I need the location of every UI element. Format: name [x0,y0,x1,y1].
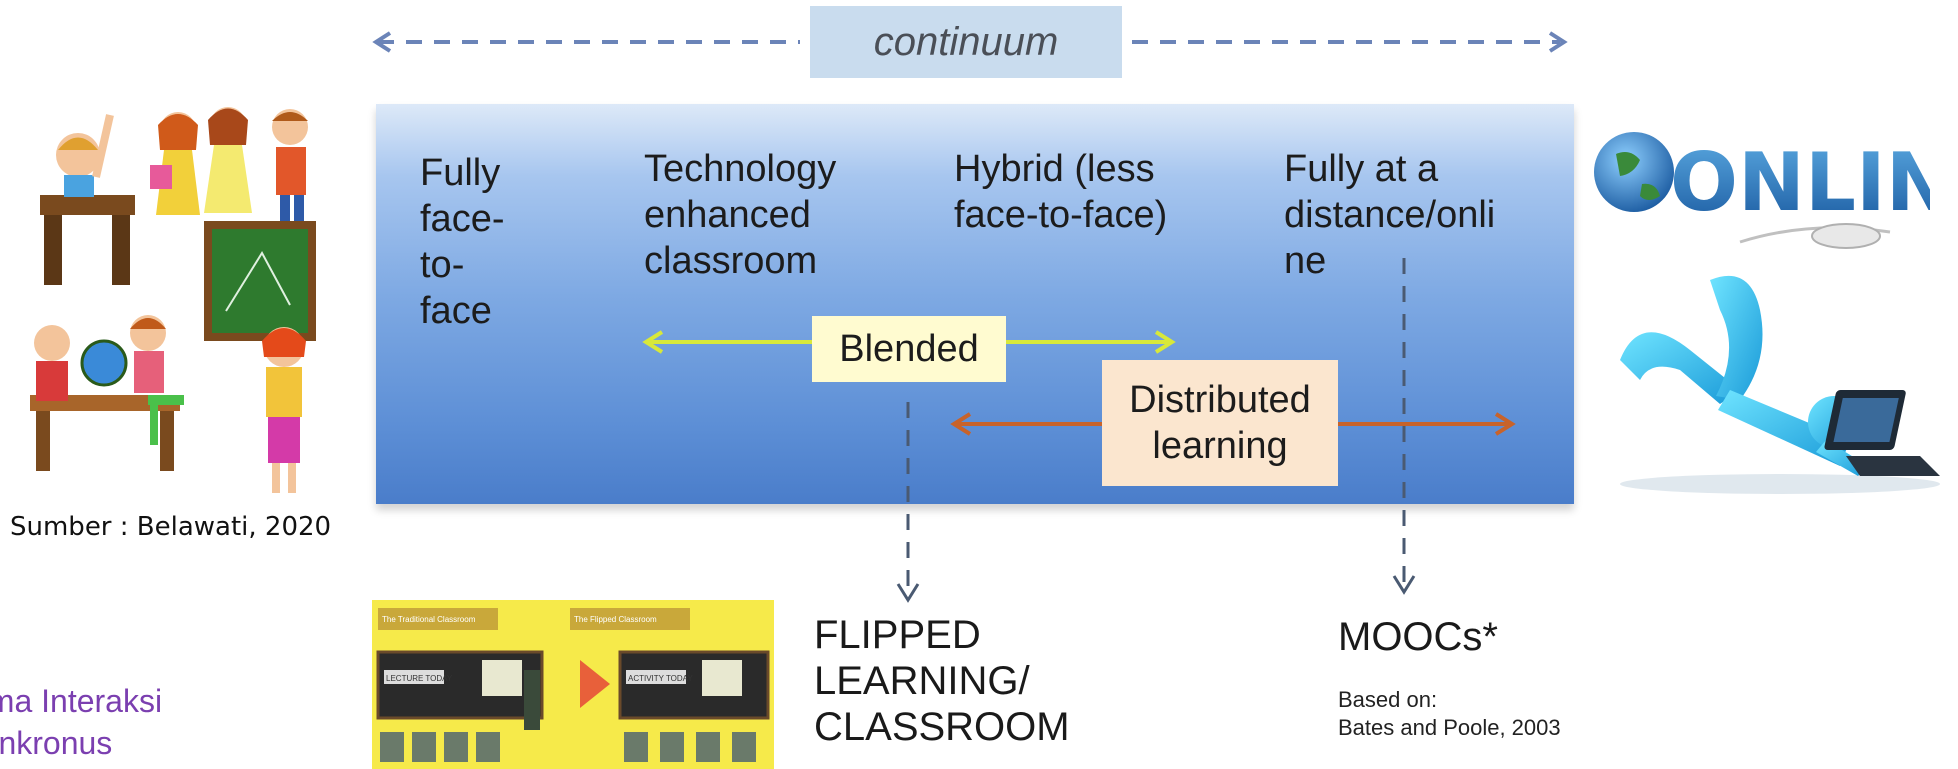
col-hybrid: Hybrid (less face-to-face) [954,148,1168,236]
continuum-arrow [372,31,1568,53]
thumb-left-title: The Traditional Classroom [382,615,476,624]
col-fully-face-to-face: Fully face- to- face [420,152,505,332]
continuum-label: continuum [810,6,1122,78]
online-logo-text: ONLINE [1670,136,1930,229]
moocs-down-arrow [1392,258,1416,595]
online-logo: ONLINE [1594,132,1930,249]
flipped-learning-label: FLIPPED LEARNING/ CLASSROOM [814,613,1070,749]
source-caption: Sumber : Belawati, 2020 [10,512,332,542]
thumb-right-board: ACTIVITY TODAY [628,674,693,683]
distributed-learning-tag: Distributed learning [1102,360,1338,486]
slide-footer-text: ema Interaksi Sinkronus [0,683,163,761]
classroom-children-illustration [30,107,316,493]
blended-tag: Blended [812,316,1006,382]
thumb-left-board: LECTURE TODAY [386,674,453,683]
continuum-panel [376,104,1574,504]
flipped-down-arrow [896,402,920,603]
moocs-source-note: Based on: Bates and Poole, 2003 [1338,687,1561,740]
flipped-classroom-thumbnail: The Traditional Classroom The Flipped Cl… [372,600,774,769]
col-technology-enhanced: Technology enhanced classroom [644,148,837,282]
reclining-figure-illustration [1620,275,1940,494]
col-fully-online: Fully at a distance/onli ne [1284,148,1496,282]
thumb-right-title: The Flipped Classroom [574,615,657,624]
moocs-label: MOOCs* [1338,615,1498,659]
